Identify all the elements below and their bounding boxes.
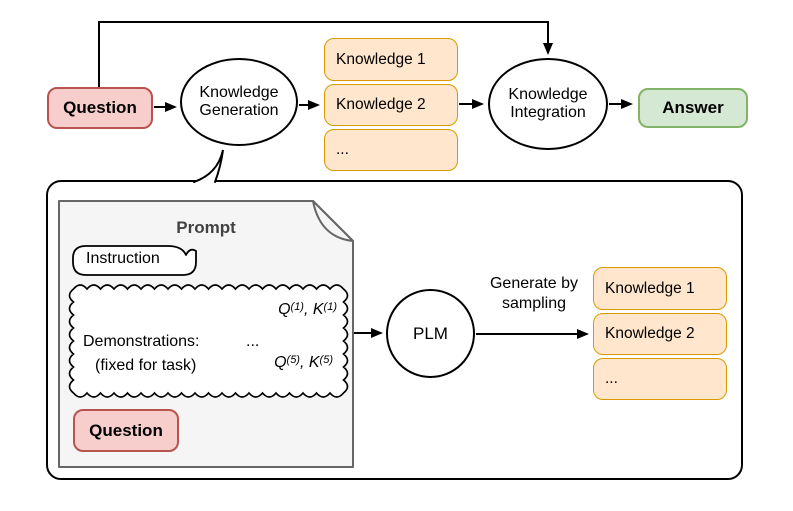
- question-box-top: Question: [47, 87, 153, 129]
- plm-label: PLM: [413, 323, 448, 343]
- separator: ,: [303, 301, 313, 318]
- prompt-title: Prompt: [176, 218, 236, 237]
- q-superscript: (1): [290, 301, 304, 313]
- q-symbol: Q: [274, 354, 287, 371]
- k-superscript: (1): [323, 301, 337, 313]
- arrow-label-line2: sampling: [501, 295, 567, 312]
- connector-question-to-integration: [98, 21, 553, 87]
- knowledge-item-bottom-2: Knowledge 2: [593, 313, 727, 355]
- answer-box: Answer: [638, 88, 748, 128]
- question-label: Question: [63, 98, 137, 117]
- answer-label: Answer: [662, 98, 724, 117]
- knowledge-item-label: Knowledge 1: [605, 279, 695, 297]
- detail-panel-tail: [193, 149, 224, 183]
- arrow-label-line1: Generate by: [489, 275, 579, 292]
- question-box-prompt: Question: [73, 409, 179, 452]
- knowledge-integration-ellipse: Knowledge Integration: [488, 58, 608, 150]
- instruction-shape: [72, 245, 197, 276]
- instruction-label: Instruction: [86, 250, 160, 267]
- k-symbol: K: [308, 354, 320, 371]
- knowledge-item-label: ...: [336, 141, 349, 158]
- knowledge-generation-ellipse: Knowledge Generation: [180, 58, 298, 146]
- plm-circle: PLM: [386, 289, 475, 378]
- question-label: Question: [89, 420, 163, 440]
- k-superscript: (5): [319, 354, 333, 366]
- knowledge-item-bottom-1: Knowledge 1: [593, 267, 727, 310]
- knowledge-item-bottom-more: ...: [593, 358, 727, 400]
- knowledge-item-label: Knowledge 2: [605, 325, 695, 342]
- q-symbol: Q: [278, 301, 291, 318]
- demonstrations-ellipsis: ...: [246, 333, 260, 350]
- knowledge-item-top-more: ...: [324, 129, 458, 171]
- generate-by-sampling-label: Generate by sampling: [468, 274, 600, 314]
- demonstrations-label: Demonstrations:: [83, 333, 200, 350]
- knowledge-integration-label: Knowledge Integration: [508, 85, 588, 121]
- demo-qk-last: Q(5), K(5): [203, 354, 333, 372]
- demonstrations-fixed-note: (fixed for task): [95, 357, 197, 374]
- knowledge-item-label: Knowledge 1: [336, 50, 426, 68]
- demonstrations-box: [68, 284, 349, 398]
- q-superscript: (5): [286, 354, 300, 366]
- knowledge-item-label: Knowledge 2: [336, 96, 426, 113]
- knowledge-item-top-1: Knowledge 1: [324, 38, 458, 81]
- demo-qk-first: Q(1), K(1): [205, 301, 337, 319]
- separator: ,: [299, 354, 309, 371]
- knowledge-item-top-2: Knowledge 2: [324, 84, 458, 126]
- knowledge-item-label: ...: [605, 370, 618, 387]
- k-symbol: K: [312, 301, 324, 318]
- prompt-note-fold: [312, 200, 354, 242]
- knowledge-generation-label: Knowledge Generation: [199, 83, 279, 119]
